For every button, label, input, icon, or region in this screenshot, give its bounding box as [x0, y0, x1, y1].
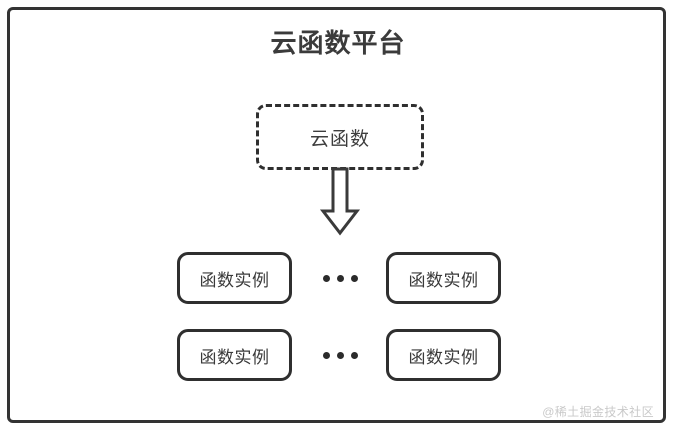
watermark-text: @稀土掘金技术社区 [542, 405, 654, 419]
function-instance-box: 函数实例 [177, 329, 292, 381]
page-title: 云函数平台 [270, 28, 406, 58]
ellipsis-icon [318, 252, 362, 304]
ellipsis-dot [322, 274, 330, 282]
function-instance-box: 函数实例 [386, 252, 501, 304]
instance-row-1: 函数实例 函数实例 [0, 252, 676, 304]
function-instance-box: 函数实例 [177, 252, 292, 304]
ellipsis-icon [318, 329, 362, 381]
function-instance-label: 函数实例 [199, 270, 270, 290]
ellipsis-dot [322, 351, 330, 359]
function-instance-label: 函数实例 [199, 347, 270, 367]
function-instance-box: 函数实例 [386, 329, 501, 381]
function-instance-label: 函数实例 [408, 347, 479, 367]
down-arrow-icon [318, 167, 362, 237]
cloud-function-label: 云函数 [309, 128, 370, 150]
ellipsis-dot [336, 351, 344, 359]
ellipsis-dot [336, 274, 344, 282]
instance-row-2: 函数实例 函数实例 [0, 329, 676, 381]
ellipsis-dot [350, 274, 358, 282]
ellipsis-dot [350, 351, 358, 359]
cloud-function-node: 云函数 [256, 104, 424, 170]
function-instance-label: 函数实例 [408, 270, 479, 290]
